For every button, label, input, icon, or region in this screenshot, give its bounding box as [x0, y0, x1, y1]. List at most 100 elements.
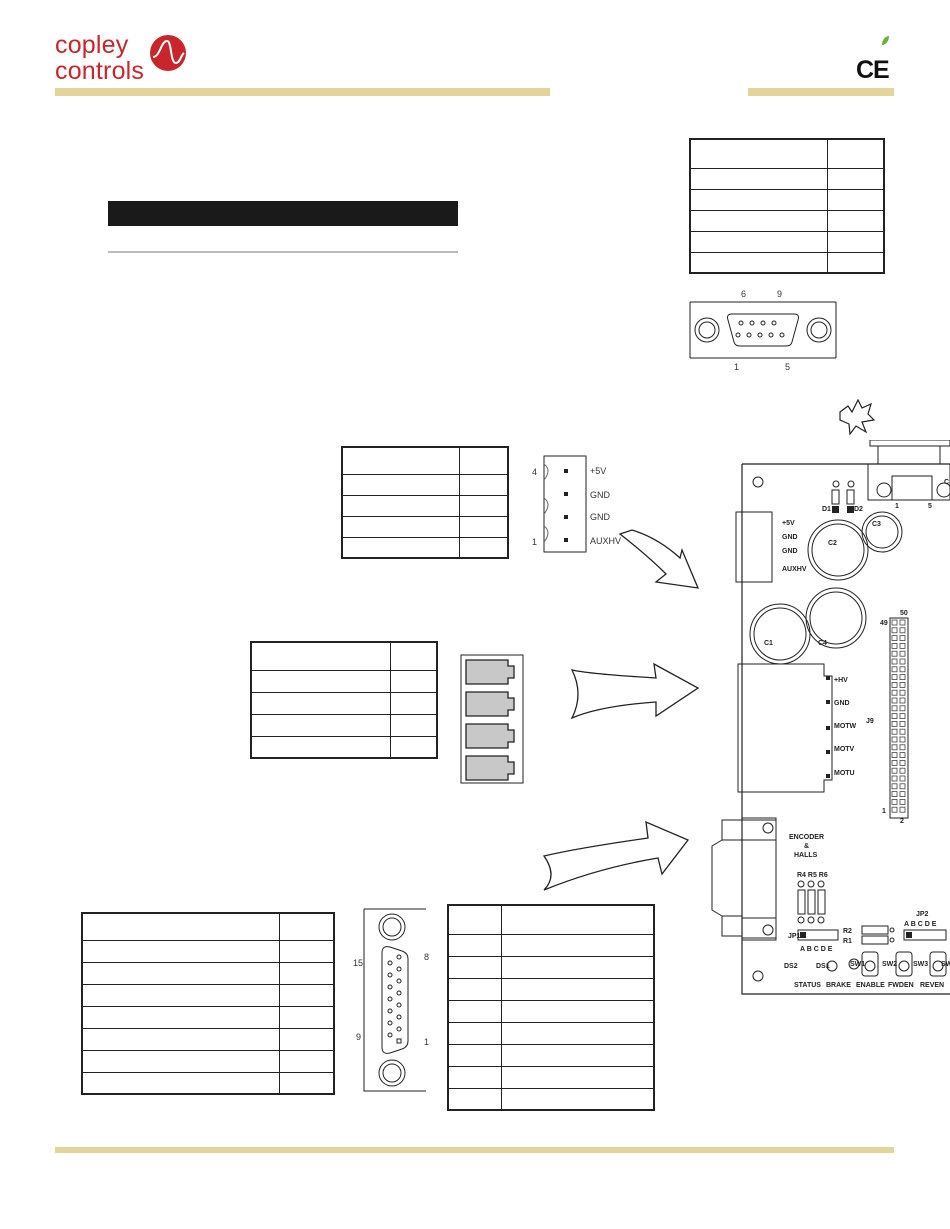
footer-rule — [55, 1147, 894, 1153]
j9-pin — [891, 705, 898, 712]
aux-signal-auxhv: AUXHV — [590, 536, 622, 546]
j9-pin — [899, 642, 906, 649]
j9-pin — [891, 658, 898, 665]
board-aux-gnd2: GND — [782, 548, 798, 555]
aux-signal-5v: +5V — [590, 466, 607, 476]
board-reven: REVEN — [920, 982, 945, 989]
j9-pin — [891, 736, 898, 743]
j9-pin — [899, 798, 906, 805]
board-jp2-letters: A B C D E — [904, 921, 937, 928]
header-rule-right — [748, 88, 894, 96]
db15-label-9: 9 — [356, 1032, 362, 1042]
board-c3: C3 — [872, 521, 881, 528]
board-motor-hv: +HV — [834, 677, 848, 684]
board-aux-5v: +5V — [782, 520, 795, 527]
j9-pin — [891, 744, 898, 751]
j9-pin — [899, 697, 906, 704]
header-rule-left — [55, 88, 550, 96]
board-status: STATUS — [794, 982, 821, 989]
db9-connector-drawing — [689, 301, 837, 359]
db15-connector-drawing — [363, 908, 426, 1092]
j9-pin — [899, 635, 906, 642]
board-c-right: C — [944, 479, 950, 486]
board-j9-1: 1 — [882, 808, 886, 815]
board-sw1: SW1 — [850, 961, 866, 968]
j9-pin — [891, 674, 898, 681]
board-ds1: DS1 — [816, 963, 830, 970]
board-j9-50: 50 — [900, 610, 908, 617]
j9-pin — [899, 619, 906, 626]
board-fwden: FWDEN — [888, 982, 914, 989]
j9-pin — [891, 619, 898, 626]
aux-power-table — [341, 446, 509, 559]
board-encoder-amp: & — [804, 843, 810, 850]
j9-pin — [899, 666, 906, 673]
board-aux-auxhv: AUXHV — [782, 566, 807, 573]
board-sw4: SW — [941, 961, 950, 968]
spec-table-header-bar — [108, 201, 458, 226]
board-ds2: DS2 — [784, 963, 798, 970]
spec-table-divider — [108, 251, 458, 253]
arrow-to-encoder-icon — [542, 820, 690, 891]
j9-pin — [899, 767, 906, 774]
board-db9-pin1: 1 — [895, 503, 899, 510]
brand-line-copley: copley — [55, 31, 129, 59]
j9-pin — [891, 806, 898, 813]
j9-pin — [899, 791, 906, 798]
j9-pin — [891, 697, 898, 704]
arrow-to-motor-icon — [570, 662, 700, 720]
copley-swirl-logo-icon — [150, 35, 186, 71]
j9-pin — [899, 650, 906, 657]
j9-pin — [899, 720, 906, 727]
j9-pin — [891, 775, 898, 782]
j9-pin — [899, 705, 906, 712]
arrow-to-aux-icon — [618, 529, 700, 589]
board-c2: C2 — [828, 540, 837, 547]
board-d1: D1 — [822, 506, 831, 513]
board-d2: D2 — [854, 506, 863, 513]
aux-pin-1: 1 — [532, 537, 538, 547]
j9-pin — [891, 635, 898, 642]
db9-label-6: 6 — [741, 289, 747, 299]
board-sw2: SW2 — [882, 961, 898, 968]
db9-label-9: 9 — [777, 289, 783, 299]
j9-pin — [891, 728, 898, 735]
j9-pin — [899, 728, 906, 735]
j9-pin — [891, 713, 898, 720]
ce-mark: CE — [856, 56, 890, 84]
motor-power-table — [250, 641, 438, 759]
j9-pin — [899, 759, 906, 766]
brand-line-controls: controls — [55, 57, 145, 85]
j9-pin — [891, 798, 898, 805]
board-r1: R1 — [843, 938, 852, 945]
db9-pinout-table — [689, 138, 885, 274]
board-sw3: SW3 — [913, 961, 929, 968]
db15-label-15: 15 — [353, 958, 364, 968]
j9-pin — [891, 752, 898, 759]
board-enable: ENABLE — [856, 982, 885, 989]
board-encoder-halls: HALLS — [794, 852, 818, 859]
board-c4: C4 — [818, 640, 827, 647]
board-jp1: JP1 — [788, 933, 801, 940]
board-motor-gnd: GND — [834, 700, 850, 707]
j9-pin — [891, 666, 898, 673]
j9-pin — [899, 775, 906, 782]
j9-pin — [899, 713, 906, 720]
aux-connector-drawing — [543, 455, 587, 553]
j9-pin — [899, 783, 906, 790]
board-j9: J9 — [866, 718, 874, 725]
board-jp1-letters: A B C D E — [800, 946, 833, 953]
db9-label-1: 1 — [734, 362, 740, 372]
board-motor-motv: MOTV — [834, 746, 855, 753]
j9-pin — [899, 744, 906, 751]
j9-pin — [899, 658, 906, 665]
green-leaf-icon — [882, 36, 889, 45]
db15-label-8: 8 — [424, 952, 430, 962]
j9-pin — [891, 791, 898, 798]
j9-pin — [899, 689, 906, 696]
aux-signal-gnd-1: GND — [590, 490, 610, 500]
circuit-board-drawing — [711, 440, 950, 995]
board-brake: BRAKE — [826, 982, 851, 989]
aux-signal-gnd-2: GND — [590, 512, 610, 522]
j9-pin — [891, 689, 898, 696]
